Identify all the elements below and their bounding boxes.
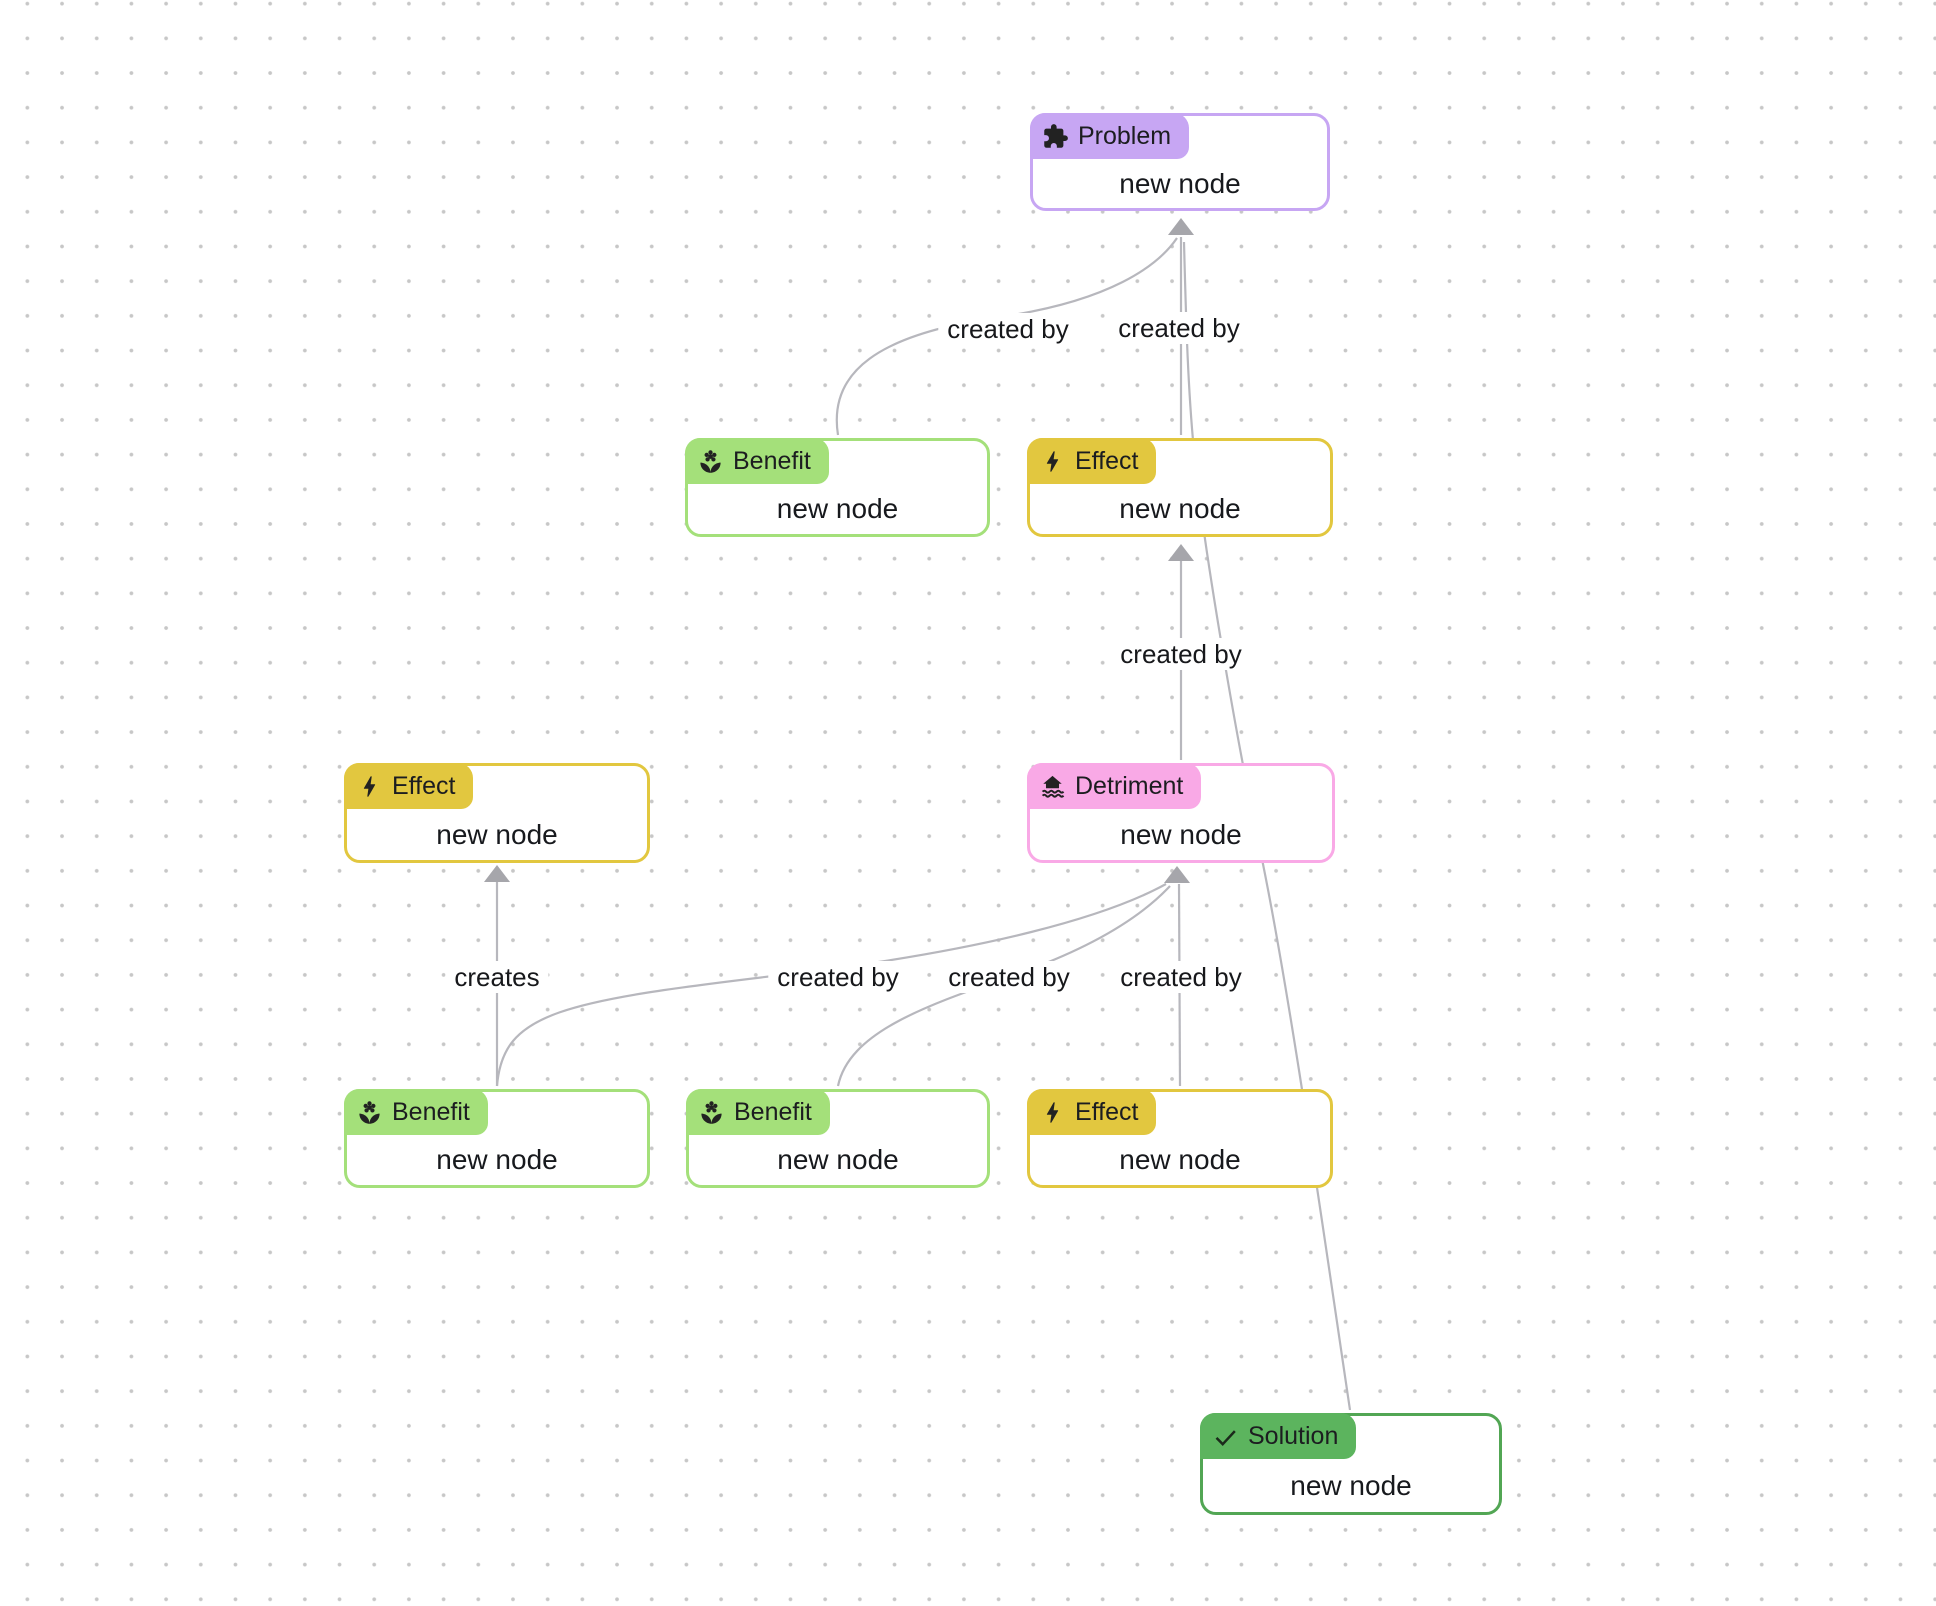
node-title[interactable]: new node [1120, 818, 1242, 850]
node-title[interactable]: new node [1290, 1469, 1412, 1501]
arrowhead-detriment [1164, 866, 1190, 883]
node-solution[interactable]: Solution new node [1200, 1413, 1502, 1515]
node-type-tab: Effect [1027, 1089, 1157, 1135]
node-type-label: Benefit [733, 446, 811, 475]
node-title[interactable]: new node [777, 1144, 899, 1175]
node-type-label: Effect [1075, 446, 1139, 475]
node-title[interactable]: new node [1119, 493, 1241, 524]
flower-icon [697, 448, 724, 475]
node-type-label: Detriment [1075, 771, 1184, 800]
arrowhead-effect-left [484, 865, 510, 882]
node-benefit-bottom-left[interactable]: Benefit new node [344, 1089, 650, 1188]
node-benefit-bottom-mid[interactable]: Benefit new node [686, 1089, 990, 1188]
edge-label[interactable]: created by [1111, 638, 1251, 670]
arrowhead-problem [1168, 218, 1194, 235]
edge-label[interactable]: created by [768, 961, 908, 993]
edge-label[interactable]: created by [1109, 312, 1249, 344]
node-type-label: Effect [392, 771, 456, 800]
node-type-tab: Benefit [685, 438, 829, 484]
node-title[interactable]: new node [1119, 1144, 1241, 1175]
bolt-icon [1039, 1099, 1066, 1126]
node-type-label: Benefit [392, 1097, 470, 1126]
node-type-label: Solution [1248, 1421, 1339, 1450]
flower-icon [698, 1099, 725, 1126]
node-type-label: Effect [1075, 1097, 1139, 1126]
node-title[interactable]: new node [436, 1144, 558, 1175]
node-type-tab: Benefit [344, 1089, 488, 1135]
node-effect-mid[interactable]: Effect new node [1027, 438, 1333, 537]
arrowhead-effect-mid [1168, 544, 1194, 561]
edge-label[interactable]: created by [938, 313, 1078, 345]
node-type-tab: Effect [1027, 438, 1157, 484]
node-type-label: Problem [1078, 121, 1172, 150]
edge-label[interactable]: created by [1111, 961, 1251, 993]
node-title[interactable]: new node [776, 493, 899, 524]
flood-icon [1039, 773, 1066, 800]
node-type-tab: Detriment [1027, 763, 1202, 809]
edge-label[interactable]: creates [445, 961, 549, 993]
node-type-tab: Problem [1030, 113, 1190, 159]
node-type-tab: Solution [1200, 1413, 1357, 1459]
bolt-icon [1039, 448, 1066, 475]
node-detriment[interactable]: Detriment new node [1027, 763, 1335, 863]
edge-label[interactable]: created by [939, 961, 1079, 993]
flower-icon [356, 1099, 383, 1126]
node-type-label: Benefit [734, 1097, 812, 1126]
node-effect-bottom[interactable]: Effect new node [1027, 1089, 1333, 1188]
node-type-tab: Effect [344, 763, 474, 809]
node-effect-left[interactable]: Effect new node [344, 763, 650, 863]
node-title[interactable]: new node [436, 818, 558, 850]
node-benefit-mid[interactable]: Benefit new node [685, 438, 990, 537]
bolt-icon [356, 773, 383, 800]
node-title[interactable]: new node [1119, 167, 1241, 199]
node-problem[interactable]: Problem new node [1030, 113, 1330, 211]
check-icon [1212, 1423, 1239, 1450]
node-type-tab: Benefit [686, 1089, 830, 1135]
puzzle-icon [1042, 123, 1069, 150]
